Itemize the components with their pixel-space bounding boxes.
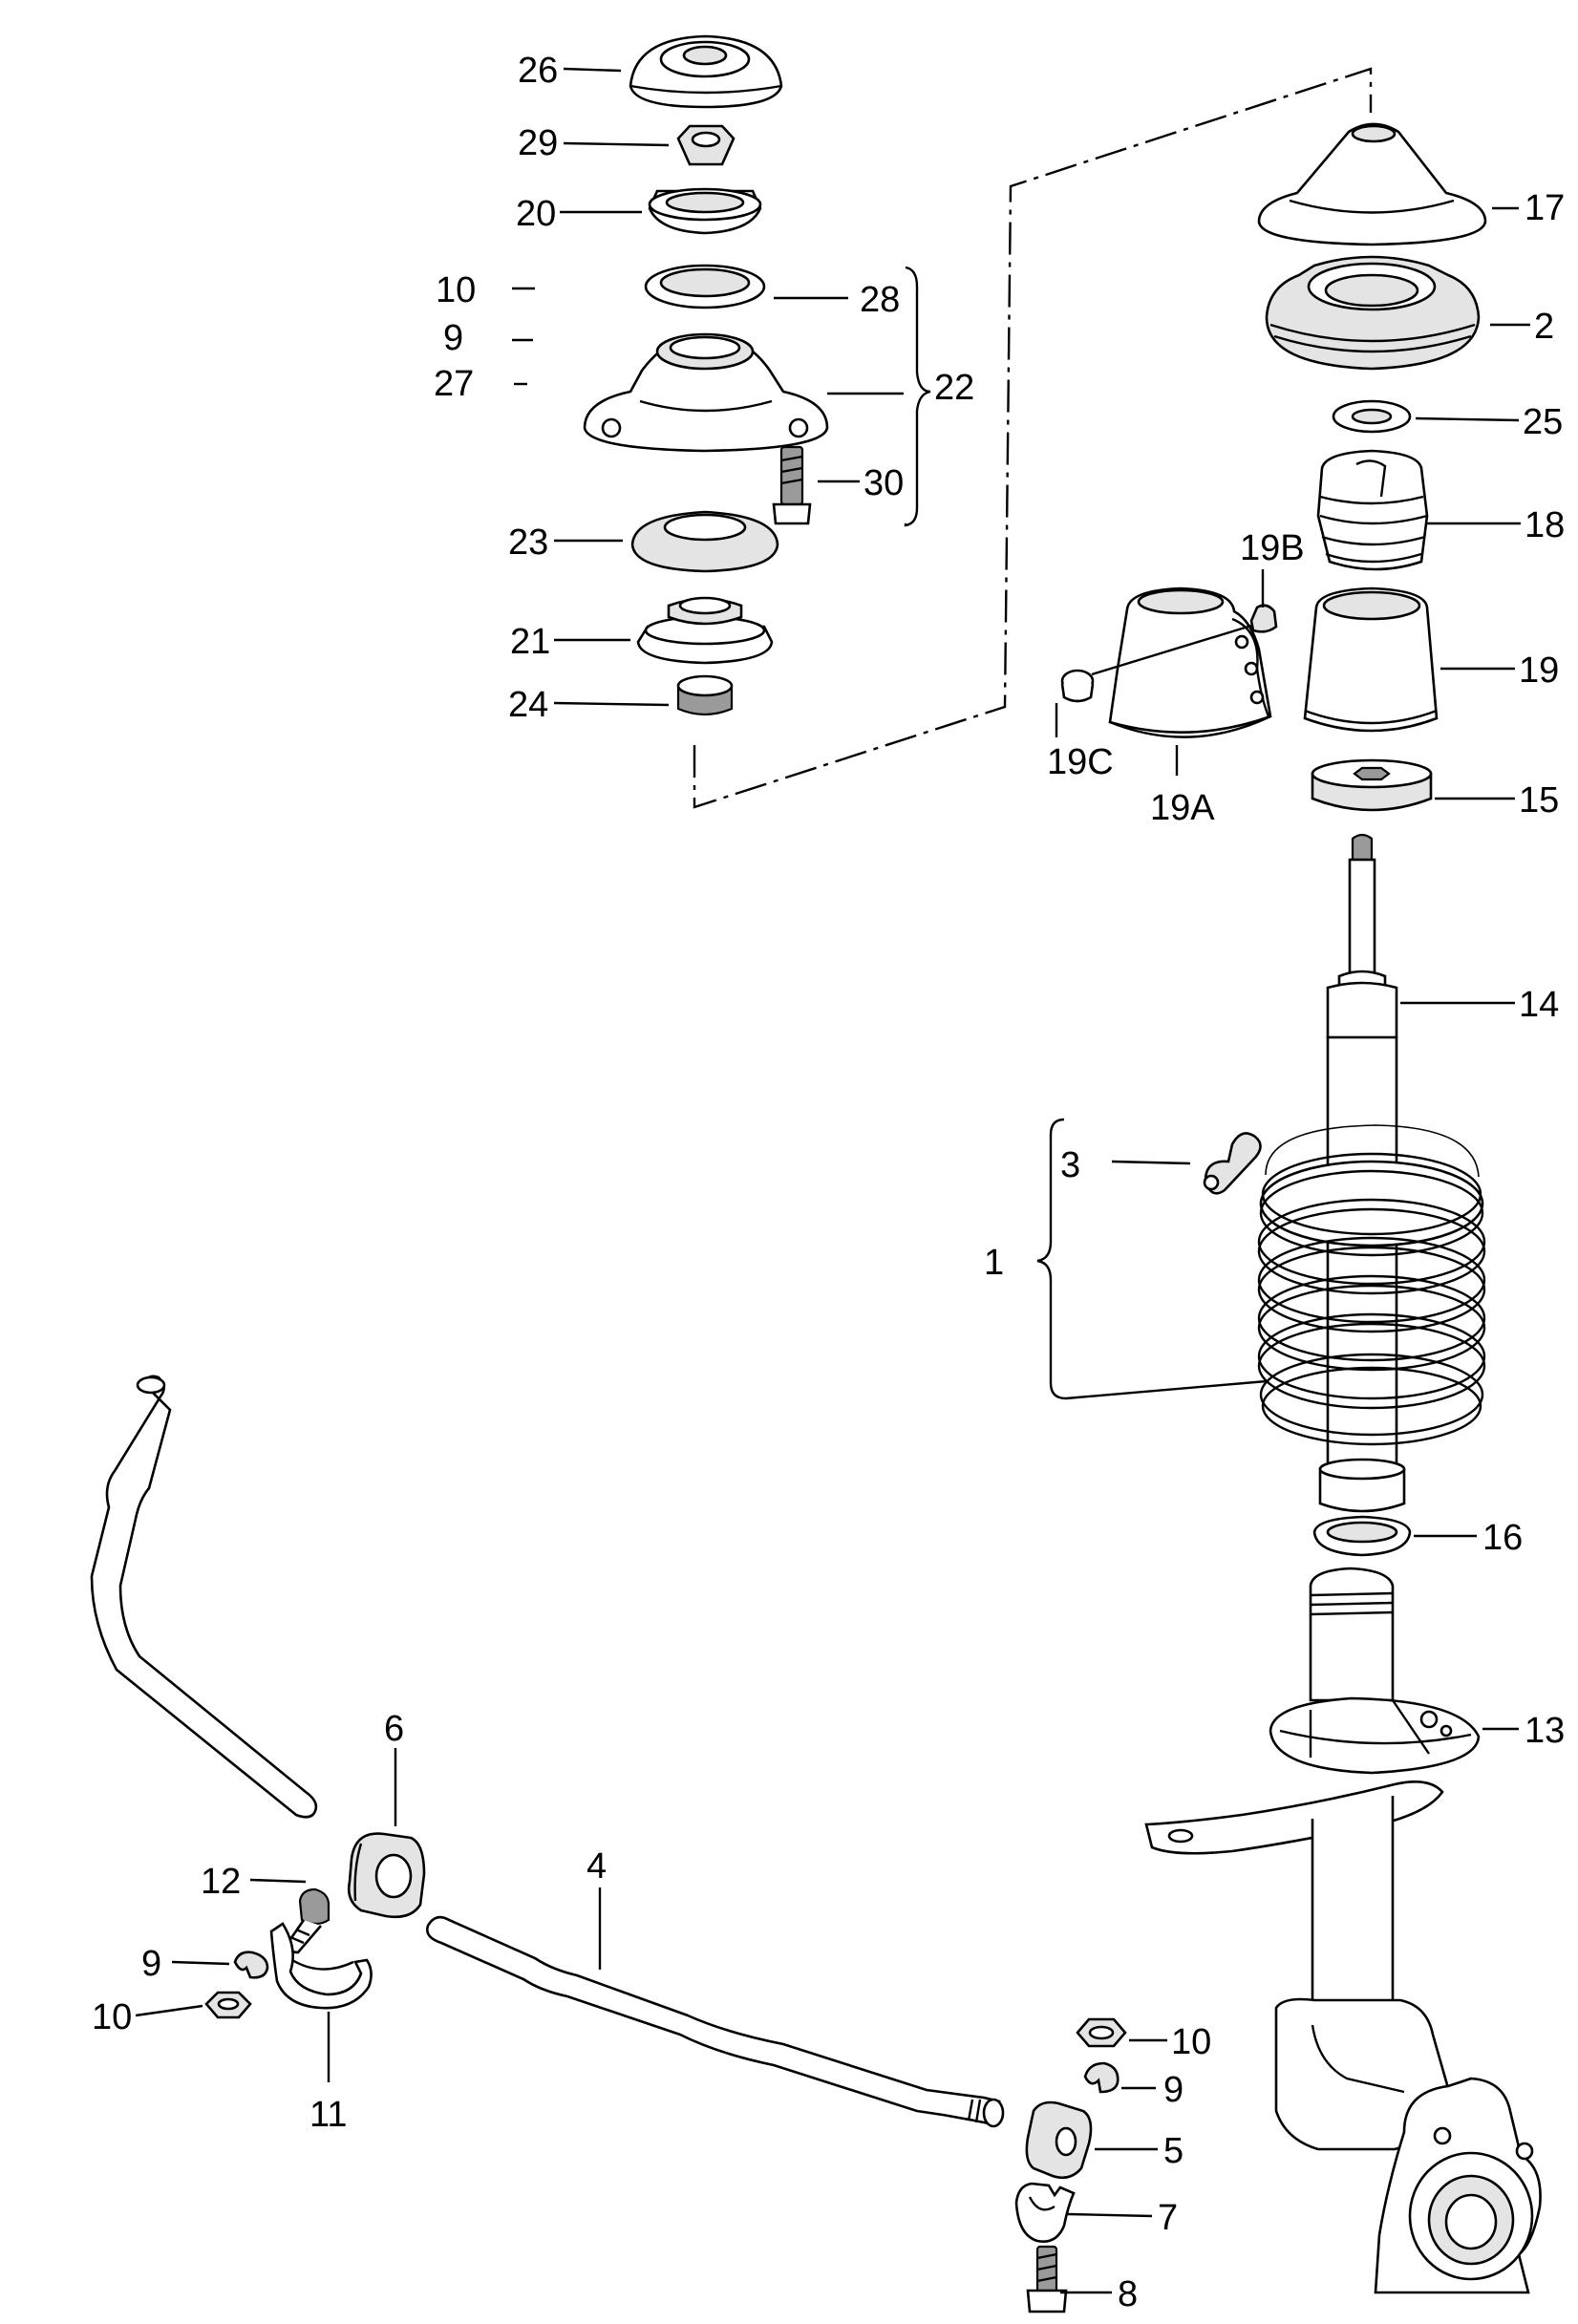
- label-16: 16: [1482, 1518, 1523, 1558]
- part-9-washer-right: [1083, 2061, 1120, 2094]
- label-9-top: 9: [443, 318, 463, 358]
- label-27: 27: [434, 364, 474, 404]
- part-10-nut-left: [204, 1991, 252, 2019]
- label-18: 18: [1525, 505, 1565, 545]
- part-16-seat-ring: [1312, 1515, 1412, 1557]
- part-6-bushing: [347, 1832, 426, 1919]
- label-1: 1: [984, 1243, 1004, 1283]
- part-19c-plug: [1060, 669, 1095, 703]
- part-9-washer-left: [233, 1951, 269, 1979]
- part-23-bearing-ring: [630, 510, 779, 573]
- part-15-spacer: [1311, 758, 1433, 812]
- part-19a-boot: [1108, 586, 1272, 738]
- leader-lines: [135, 67, 1530, 2294]
- label-19c: 19C: [1047, 742, 1114, 782]
- label-20: 20: [516, 194, 556, 234]
- assembly-line: [693, 67, 1373, 809]
- part-26-top-cap: [629, 34, 783, 109]
- label-10-top: 10: [436, 270, 476, 310]
- part-10-nut-right: [1076, 2017, 1127, 2048]
- part-12-bolt: [285, 1887, 331, 1954]
- part-20-cup: [648, 187, 762, 235]
- part-18-bump-stop: [1316, 449, 1429, 571]
- label-21: 21: [510, 622, 550, 662]
- part-1-coil-spring: [1257, 1124, 1486, 1446]
- label-19b: 19B: [1240, 528, 1305, 568]
- part-17-top-boot: [1257, 122, 1487, 246]
- part-24-bushing: [676, 674, 734, 716]
- label-30: 30: [864, 463, 904, 503]
- part-19b-clip: [1249, 604, 1278, 633]
- label-7: 7: [1158, 2198, 1178, 2238]
- label-9-left: 9: [141, 1944, 161, 1984]
- leader-19c-line: [1091, 624, 1252, 676]
- part-19-dust-boot: [1303, 586, 1439, 733]
- label-15: 15: [1519, 780, 1559, 821]
- part-7-clamp: [1014, 2182, 1076, 2243]
- part-30-bolt: [772, 445, 812, 525]
- label-3: 3: [1060, 1145, 1080, 1185]
- part-4-stabilizer-bar: [90, 1375, 1005, 2128]
- label-22: 22: [934, 368, 974, 408]
- label-23: 23: [508, 522, 548, 563]
- part-2-upper-mount: [1265, 255, 1481, 371]
- label-28: 28: [860, 280, 900, 320]
- part-22-mount-plate: [583, 332, 829, 453]
- part-5-bushing-right: [1025, 2100, 1093, 2180]
- part-11-bracket: [269, 1922, 373, 2010]
- label-19a: 19A: [1150, 788, 1215, 828]
- label-14: 14: [1519, 985, 1559, 1025]
- part-3-spring-isolator: [1203, 1132, 1262, 1195]
- label-17: 17: [1525, 188, 1565, 228]
- part-21-stop-cup: [636, 596, 774, 665]
- label-13: 13: [1525, 1711, 1565, 1751]
- label-29: 29: [518, 123, 558, 163]
- label-10-right: 10: [1171, 2022, 1211, 2062]
- shock-lower-body: [1318, 1458, 1406, 1513]
- label-25: 25: [1523, 402, 1563, 442]
- label-6: 6: [384, 1709, 404, 1749]
- part-13-strut-housing: [1144, 1567, 1542, 2294]
- part-28-ring: [644, 264, 766, 309]
- label-8: 8: [1118, 2274, 1138, 2314]
- label-9-right: 9: [1163, 2070, 1184, 2110]
- label-11: 11: [309, 2095, 347, 2135]
- part-29-nut: [676, 124, 736, 166]
- label-5: 5: [1163, 2131, 1184, 2171]
- callout-labels: 26 29 20 10 28 9 27 22 30 23 21 24 17 2 …: [92, 51, 1565, 2314]
- label-2: 2: [1534, 307, 1554, 347]
- label-24: 24: [508, 685, 548, 725]
- label-10-left: 10: [92, 1997, 132, 2037]
- label-4: 4: [586, 1846, 607, 1887]
- part-8-bolt: [1026, 2245, 1068, 2313]
- label-26: 26: [518, 51, 558, 91]
- label-12: 12: [201, 1862, 241, 1902]
- label-19: 19: [1519, 650, 1559, 691]
- part-25-washer: [1332, 399, 1412, 434]
